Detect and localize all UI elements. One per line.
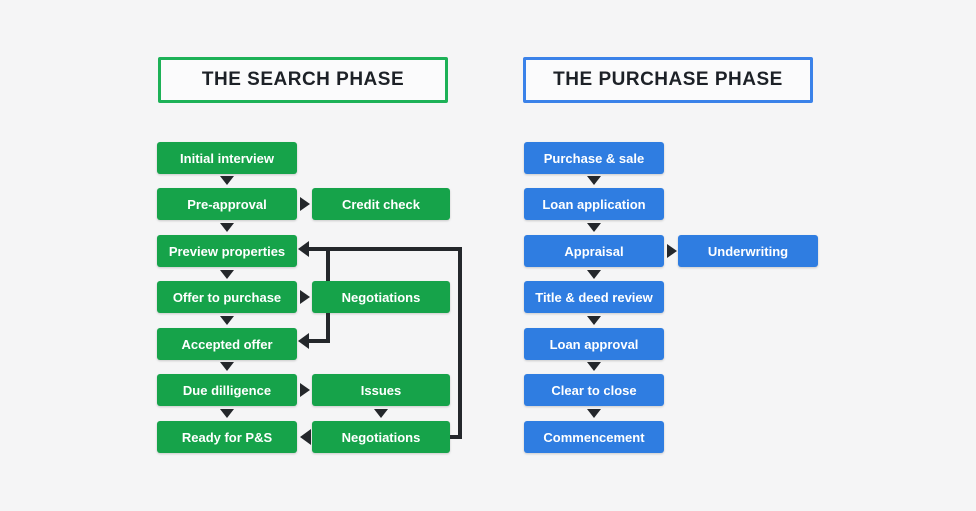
arrow-down-icon (374, 409, 388, 418)
search-phase-title: THE SEARCH PHASE (201, 69, 405, 90)
step-negotiations-top: Negotiations (312, 281, 450, 313)
step-issues: Issues (312, 374, 450, 406)
arrow-left-icon (298, 333, 309, 349)
arrow-right-icon (300, 197, 310, 211)
connector-line-loop-bottom (450, 435, 462, 439)
step-appraisal: Appraisal (524, 235, 664, 267)
arrow-left-icon (300, 429, 311, 445)
arrow-left-icon (298, 241, 309, 257)
arrow-down-icon (587, 362, 601, 371)
search-phase-header: THE SEARCH PHASE (158, 57, 448, 103)
step-ready-for-ps: Ready for P&S (157, 421, 297, 453)
connector-line-loop-right (458, 247, 462, 439)
purchase-phase-header: THE PURCHASE PHASE (523, 57, 813, 103)
arrow-right-icon (300, 383, 310, 397)
arrow-down-icon (220, 176, 234, 185)
step-due-dilligence: Due dilligence (157, 374, 297, 406)
step-preview-properties: Preview properties (157, 235, 297, 267)
arrow-down-icon (220, 270, 234, 279)
connector-line-negotiations-up (326, 247, 330, 281)
arrow-down-icon (587, 316, 601, 325)
step-pre-approval: Pre-approval (157, 188, 297, 220)
arrow-down-icon (587, 223, 601, 232)
arrow-right-icon (300, 290, 310, 304)
arrow-down-icon (587, 176, 601, 185)
arrow-down-icon (220, 223, 234, 232)
step-credit-check: Credit check (312, 188, 450, 220)
connector-line-to-accepted-offer (309, 339, 330, 343)
step-commencement: Commencement (524, 421, 664, 453)
arrow-right-icon (667, 244, 677, 258)
step-purchase-and-sale: Purchase & sale (524, 142, 664, 174)
connector-line-loop-top (309, 247, 462, 251)
step-offer-to-purchase: Offer to purchase (157, 281, 297, 313)
step-loan-application: Loan application (524, 188, 664, 220)
arrow-down-icon (220, 409, 234, 418)
step-clear-to-close: Clear to close (524, 374, 664, 406)
arrow-down-icon (220, 316, 234, 325)
step-underwriting: Underwriting (678, 235, 818, 267)
purchase-phase-title: THE PURCHASE PHASE (553, 69, 783, 90)
step-accepted-offer: Accepted offer (157, 328, 297, 360)
step-title-deed-review: Title & deed review (524, 281, 664, 313)
arrow-down-icon (587, 409, 601, 418)
step-initial-interview: Initial interview (157, 142, 297, 174)
arrow-down-icon (587, 270, 601, 279)
step-negotiations-bottom: Negotiations (312, 421, 450, 453)
step-loan-approval: Loan approval (524, 328, 664, 360)
arrow-down-icon (220, 362, 234, 371)
connector-line-negotiations-down (326, 313, 330, 343)
